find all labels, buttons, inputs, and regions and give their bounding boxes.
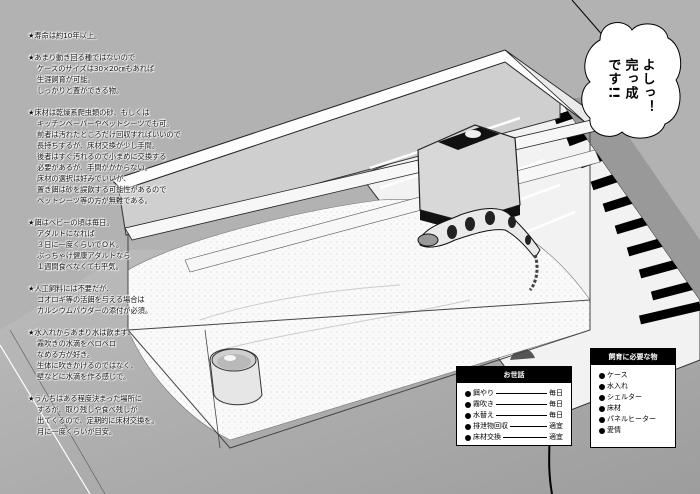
note-line: キッチンペーパーやペットシーツでも可。 bbox=[37, 119, 174, 128]
note-line: 出てくるので、定期的に床材交換を。 bbox=[37, 416, 159, 425]
care-frequency: 適宜 bbox=[549, 422, 563, 430]
note-line: 前者は汚れたところだけ回収すればいいので bbox=[37, 130, 181, 139]
note-line: ★水入れからあまり水は飲まず、 bbox=[28, 328, 135, 337]
note-lifespan: ★寿命は約10年以上。 bbox=[28, 30, 228, 41]
bubble-line: よしっ！ bbox=[639, 58, 655, 114]
care-task: 餌やり bbox=[473, 389, 494, 397]
care-task: 床材交換 bbox=[473, 433, 501, 441]
needs-label: ケース bbox=[607, 371, 628, 379]
needs-item: ケース bbox=[599, 370, 667, 381]
needs-box-title: 飼育に必要な物 bbox=[591, 349, 675, 365]
needs-label: 水入れ bbox=[607, 382, 628, 390]
note-waste: ★うんちはある程度決まった場所に するが、取り残しや食べ残しが 出てくるので、定… bbox=[28, 393, 228, 437]
needs-item: 床材 bbox=[599, 403, 667, 414]
bullet-icon bbox=[465, 401, 471, 408]
bullet-icon bbox=[599, 416, 605, 423]
note-line: 壁などに水滴を作る感じで。 bbox=[37, 372, 131, 381]
note-line: １週間食べなくても平気。 bbox=[37, 262, 123, 271]
care-item: 床材交換 適宜 bbox=[465, 432, 563, 443]
care-frequency: 毎日 bbox=[549, 400, 563, 408]
note-line: 霧吹きの水滴をペロペロ bbox=[37, 339, 117, 348]
bullet-icon bbox=[599, 394, 605, 401]
note-feeding: ★餌はベビーの頃は毎日。 アダルトになれば ３日に一度くらいでＯＫ。 ぶっちゃけ… bbox=[28, 217, 228, 272]
leader-line bbox=[496, 415, 547, 416]
needs-item: 水入れ bbox=[599, 381, 667, 392]
note-line: ★寿命は約10年以上。 bbox=[28, 31, 102, 40]
care-item: 餌やり 毎日 bbox=[465, 388, 563, 399]
note-calcium: ★人工飼料には不要だが、 コオロギ等の活餌を与える場合は カルシウムパウダーの添… bbox=[28, 283, 228, 316]
note-line: しっかりと蓋ができる物。 bbox=[37, 86, 124, 95]
note-line: ３日に一度くらいでＯＫ。 bbox=[37, 240, 124, 249]
note-line: ペットシーツ等の方が無難である。 bbox=[37, 196, 152, 205]
care-schedule-box: お世話 餌やり毎日 霧吹き毎日 水替え毎日 排泄物回収適宜 床材交換適宜 bbox=[456, 366, 572, 446]
note-line: 後者はすぐ汚れるので小まめに交換する bbox=[37, 152, 167, 161]
speech-bubble bbox=[571, 0, 682, 139]
needs-item: シェルター bbox=[599, 392, 667, 403]
needs-label: 床材 bbox=[607, 404, 621, 412]
note-line: ぶっちゃけ健康アダルトなら bbox=[37, 251, 131, 260]
note-line: 置き餌は砂を誤飲する可能性があるので bbox=[37, 185, 167, 194]
note-line: ケースのサイズは30×20㎝もあれば bbox=[37, 64, 155, 73]
care-frequency: 毎日 bbox=[549, 389, 563, 397]
speech-bubble-text: よしっ！ 完っ成 です!! bbox=[600, 58, 660, 138]
needs-item: 愛情 bbox=[599, 425, 667, 436]
bullet-icon bbox=[599, 427, 605, 434]
note-water: ★水入れからあまり水は飲まず、 霧吹きの水滴をペロペロ なめる方が好き。 生体に… bbox=[28, 327, 228, 382]
note-line: ★人工飼料には不要だが、 bbox=[28, 284, 114, 293]
note-line: ★餌はベビーの頃は毎日。 bbox=[28, 218, 114, 227]
bullet-icon bbox=[599, 405, 605, 412]
note-line: 床材の選択は好みでいいが、 bbox=[37, 174, 131, 183]
care-box-title: お世話 bbox=[457, 367, 571, 383]
care-task: 水替え bbox=[473, 411, 494, 419]
note-substrate: ★床材は乾燥系爬虫類の砂、もしくは キッチンペーパーやペットシーツでも可。 前者… bbox=[28, 107, 228, 206]
bullet-icon bbox=[465, 390, 471, 397]
note-line: 必要があるが、手間がかからない。 bbox=[37, 163, 152, 172]
note-line: ★床材は乾燥系爬虫類の砂、もしくは bbox=[28, 108, 150, 117]
bubble-line: 完っ成 bbox=[622, 58, 638, 100]
bullet-icon bbox=[465, 423, 471, 430]
note-line: 生体に吹きかけるのではなく、 bbox=[37, 361, 138, 370]
note-line: カルシウムパウダーの添付が必須。 bbox=[37, 306, 153, 315]
needs-item: パネルヒーター bbox=[599, 414, 667, 425]
needs-label: 愛情 bbox=[607, 426, 621, 434]
water-dish bbox=[209, 348, 263, 406]
gecko bbox=[417, 208, 541, 292]
care-notes: ★寿命は約10年以上。 ★あまり動き回る種ではないので ケースのサイズは30×2… bbox=[28, 30, 228, 448]
required-items-box: 飼育に必要な物 ケース 水入れ シェルター 床材 パネルヒーター 愛情 bbox=[590, 348, 676, 448]
leader-line bbox=[496, 404, 547, 405]
care-item: 霧吹き 毎日 bbox=[465, 399, 563, 410]
bullet-icon bbox=[465, 434, 471, 441]
care-frequency: 毎日 bbox=[549, 411, 563, 419]
note-line: するが、取り残しや食べ残しが bbox=[37, 405, 138, 414]
bubble-line: です!! bbox=[605, 58, 621, 100]
note-line: 長持ちするが、床材交換が少し手間。 bbox=[37, 141, 160, 150]
leader-line bbox=[510, 426, 547, 427]
note-line: 月に一度くらいが目安。 bbox=[37, 427, 117, 436]
care-task: 排泄物回収 bbox=[473, 422, 508, 430]
care-item: 排泄物回収 適宜 bbox=[465, 421, 563, 432]
bullet-icon bbox=[465, 412, 471, 419]
note-line: ★あまり動き回る種ではないので bbox=[28, 53, 136, 62]
care-task: 霧吹き bbox=[473, 400, 494, 408]
note-line: コオロギ等の活餌を与える場合は bbox=[37, 295, 145, 304]
needs-label: シェルター bbox=[607, 393, 642, 401]
bullet-icon bbox=[599, 383, 605, 390]
note-line: なめる方が好き。 bbox=[37, 350, 95, 359]
care-item: 水替え 毎日 bbox=[465, 410, 563, 421]
care-frequency: 適宜 bbox=[549, 433, 563, 441]
note-line: 生涯飼育が可能。 bbox=[37, 75, 95, 84]
note-line: ★うんちはある程度決まった場所に bbox=[28, 394, 142, 403]
note-line: アダルトになれば bbox=[37, 229, 95, 238]
bullet-icon bbox=[599, 372, 605, 379]
note-case-size: ★あまり動き回る種ではないので ケースのサイズは30×20㎝もあれば 生涯飼育が… bbox=[28, 52, 228, 96]
leader-line bbox=[496, 393, 547, 394]
leader-line bbox=[503, 437, 547, 438]
needs-label: パネルヒーター bbox=[607, 415, 656, 423]
